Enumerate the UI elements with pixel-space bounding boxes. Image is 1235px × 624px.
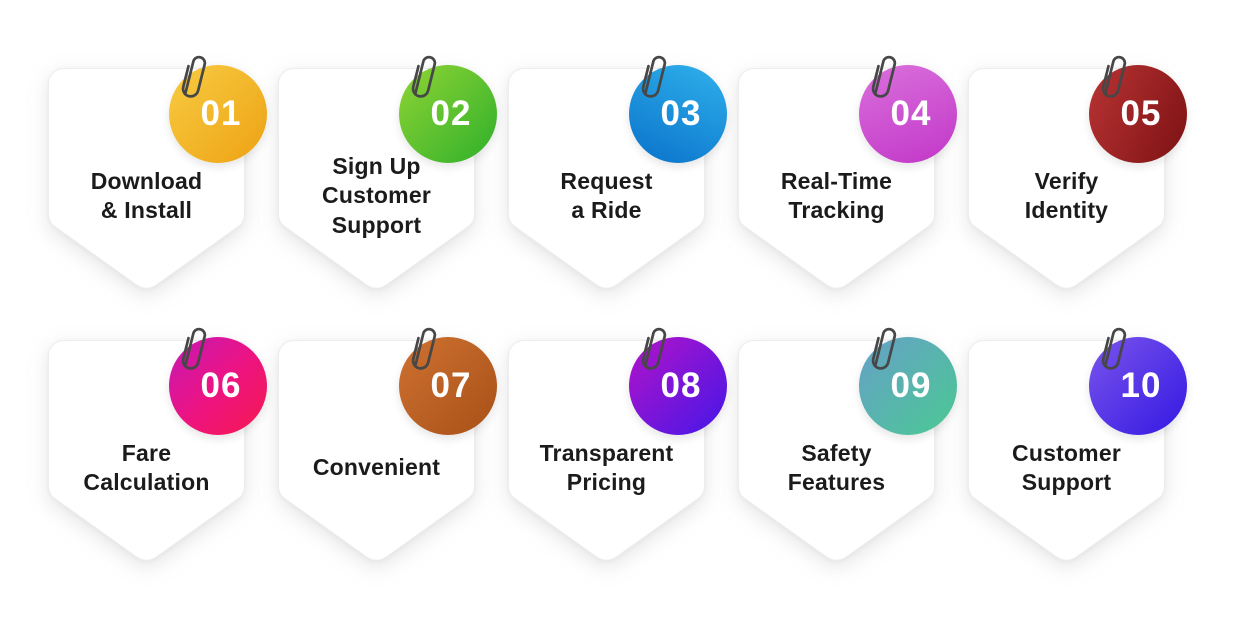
step-number: 09: [890, 366, 932, 405]
step-number-badge: 01: [169, 65, 267, 163]
step-card: 05 Verify Identity: [968, 55, 1187, 295]
paperclip-icon: [871, 55, 897, 98]
step-card: 06 Fare Calculation: [48, 327, 267, 567]
step-number-badge: 09: [859, 337, 957, 435]
step-number: 01: [200, 94, 242, 133]
step-label: Safety Features: [787, 439, 886, 495]
step-number-badge: 03: [629, 65, 727, 163]
step-number: 02: [430, 94, 472, 133]
paperclip-icon: [181, 327, 207, 370]
step-label: Real-Time Tracking: [780, 167, 893, 223]
step-number-badge: 08: [629, 337, 727, 435]
step-card: 10 Customer Support: [968, 327, 1187, 567]
step-card: 03 Request a Ride: [508, 55, 727, 295]
step-number: 08: [660, 366, 702, 405]
step-number: 04: [890, 94, 932, 133]
step-card: 08 Transparent Pricing: [508, 327, 727, 567]
step-number: 03: [660, 94, 702, 133]
paperclip-icon: [1101, 55, 1127, 98]
step-label: Customer Support: [1012, 439, 1121, 495]
paperclip-icon: [411, 327, 437, 370]
step-label: Transparent Pricing: [539, 439, 674, 495]
step-number-badge: 05: [1089, 65, 1187, 163]
step-number: 06: [200, 366, 242, 405]
step-number: 05: [1120, 94, 1162, 133]
step-label: Sign Up Customer Support: [322, 153, 431, 238]
step-label: Convenient: [312, 454, 441, 481]
step-card: 02 Sign Up Customer Support: [278, 55, 497, 295]
step-number: 07: [430, 366, 472, 405]
steps-row-top: 01 Download & Install 02 Sign Up Custome…: [48, 55, 1187, 295]
step-number-badge: 04: [859, 65, 957, 163]
paperclip-icon: [181, 55, 207, 98]
steps-row-bottom: 06 Fare Calculation 07 Convenient 08 Tra…: [48, 327, 1187, 567]
step-label: Verify Identity: [1024, 167, 1109, 223]
step-card: 01 Download & Install: [48, 55, 267, 295]
step-card: 07 Convenient: [278, 327, 497, 567]
step-label: Request a Ride: [560, 167, 653, 223]
paperclip-icon: [641, 327, 667, 370]
paperclip-icon: [1101, 327, 1127, 370]
paperclip-icon: [411, 55, 437, 98]
paperclip-icon: [871, 327, 897, 370]
step-number: 10: [1120, 366, 1162, 405]
paperclip-icon: [641, 55, 667, 98]
step-card: 09 Safety Features: [738, 327, 957, 567]
step-label: Fare Calculation: [83, 439, 210, 495]
step-card: 04 Real-Time Tracking: [738, 55, 957, 295]
step-label: Download & Install: [90, 167, 203, 223]
